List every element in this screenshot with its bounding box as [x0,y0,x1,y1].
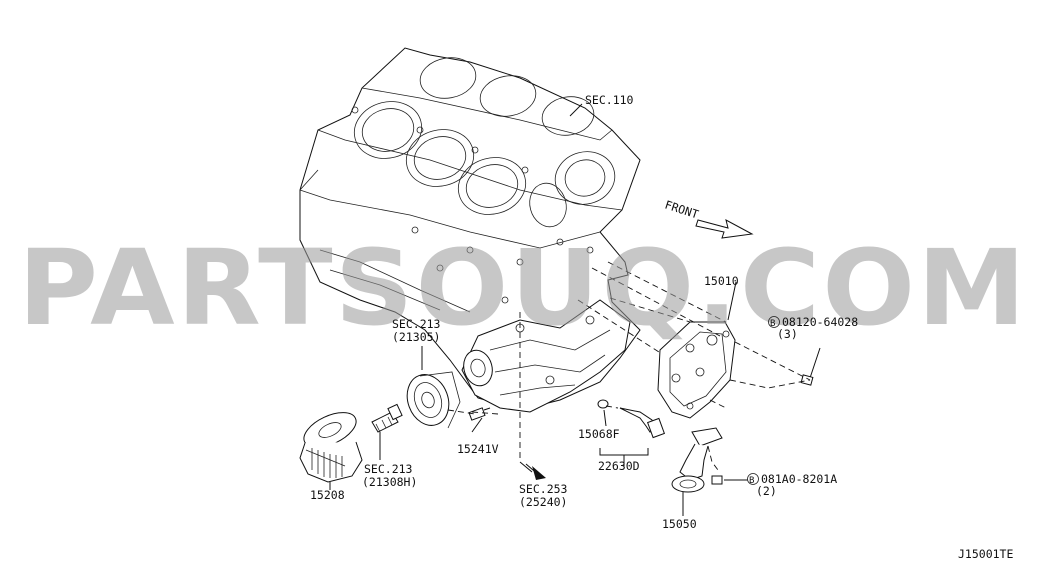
bolt-08120-64028 [800,347,821,386]
fitting-15241v [468,407,491,421]
sec253-arrow [525,463,546,480]
label-15241v: 15241V [457,442,499,456]
bolt2-marker: B [749,476,754,486]
cylinder-bores [353,57,616,228]
watermark: PARTSOUQ.COM [18,227,1028,349]
oil-pump [657,321,736,419]
label-15208: 15208 [310,488,345,502]
label-bolt2-qty: (2) [756,484,777,498]
oil-connector [371,403,403,433]
bolt2-marker-circle [747,473,759,485]
engine-block [299,47,641,411]
front-arrow [695,219,754,239]
bolt1-marker-circle [768,316,780,328]
label-bolt1-code: 08120-64028 [782,315,858,329]
lower-crankcase [461,299,631,413]
oil-filter [299,412,363,483]
label-15068f: 15068F [578,427,620,441]
oil-strainer [671,427,723,493]
label-22630d: 22630D [598,459,640,473]
label-sec213-bottom: SEC.213 [364,462,413,476]
label-sec253-sub: (25240) [519,495,567,509]
oil-pressure-switch [597,399,666,439]
label-sec213-top: SEC.213 [392,317,441,331]
drawing-number: J15001TE [958,547,1013,561]
oil-cooler [406,349,493,429]
label-front: FRONT [663,198,700,222]
label-sec253: SEC.253 [519,482,568,496]
label-sec213-bottom-sub: (21308H) [362,475,417,489]
bolt1-marker: B [770,319,775,329]
label-sec213-top-sub: (21305) [392,330,440,344]
alignment-lines [447,261,811,471]
label-sec110: SEC.110 [585,93,634,107]
label-15010: 15010 [704,274,739,288]
leader-lines [329,103,737,516]
bolt-081a0-8201a [711,475,748,485]
label-15050: 15050 [662,517,697,531]
label-bolt2-code: 081A0-8201A [761,472,837,486]
label-bolt1-qty: (3) [777,327,798,341]
labels: SEC.110 FRONT 15010 B 08120-64028 (3) SE… [310,93,1013,561]
